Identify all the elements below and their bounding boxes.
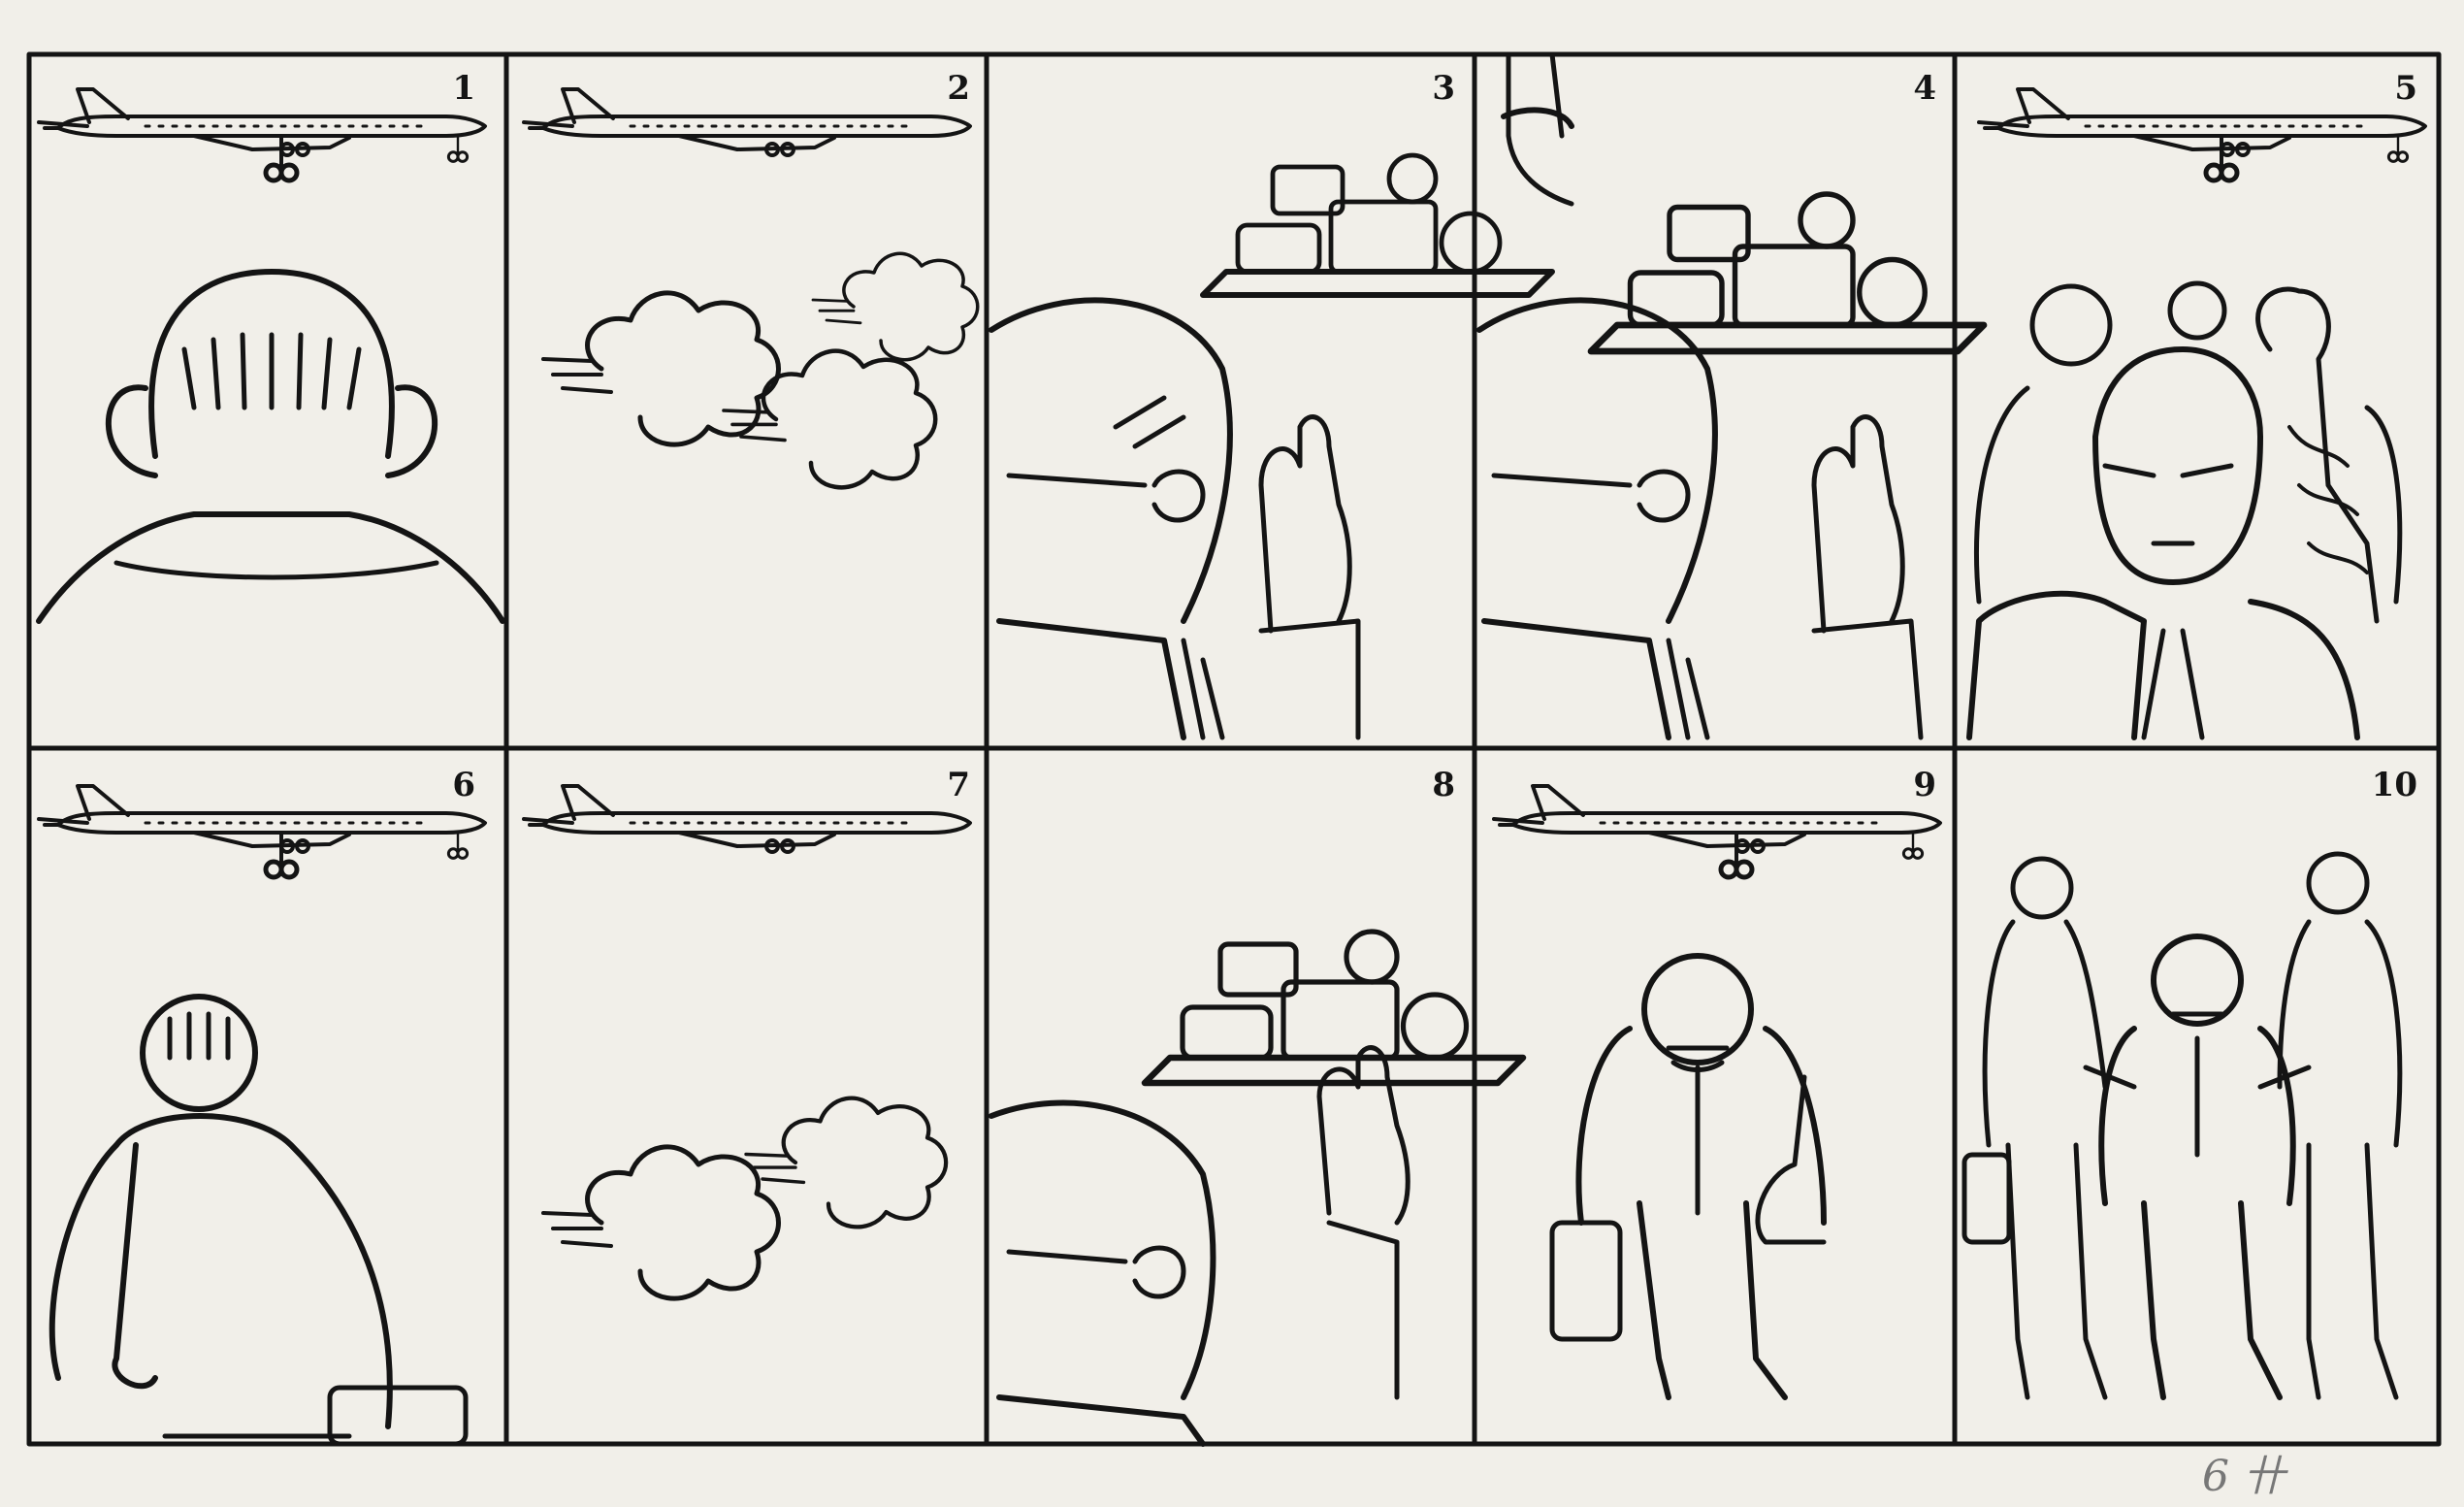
passenger-walking-away xyxy=(49,994,469,1447)
panel-grid xyxy=(26,51,2442,1447)
passenger-with-glasses xyxy=(989,297,1233,740)
cloud-icon xyxy=(811,251,980,362)
panel-10: 10 xyxy=(1961,766,2417,1400)
food-tray-icon xyxy=(1145,932,1523,1083)
panel-number: 7 xyxy=(947,766,970,804)
airplane-icon xyxy=(522,784,972,854)
airplane-icon xyxy=(37,784,487,877)
tired-passenger xyxy=(1549,953,1827,1400)
passenger-back-of-head xyxy=(36,269,505,624)
panel-8: 8 xyxy=(989,766,1523,1447)
passenger-with-glasses xyxy=(989,1099,1216,1447)
airplane-icon xyxy=(1977,87,2427,180)
cloud-icon xyxy=(543,293,779,444)
raised-hand xyxy=(1258,414,1361,740)
panel-2: 2 xyxy=(522,69,980,487)
airplane-icon xyxy=(1492,784,1942,877)
flight-attendant-arm xyxy=(1501,51,1574,207)
airplane-icon xyxy=(37,87,487,180)
panel-number: 9 xyxy=(1913,766,1936,804)
panel-number: 8 xyxy=(1432,766,1455,804)
panel-number: 4 xyxy=(1913,69,1936,108)
panel-3: 3 xyxy=(989,69,1552,740)
panel-9: 9 xyxy=(1492,766,1942,1400)
panel-5: 5 xyxy=(1966,69,2427,740)
panel-number: 6 xyxy=(452,766,475,804)
panel-number: 2 xyxy=(947,69,970,108)
raised-hand xyxy=(1811,414,1924,740)
passenger-helped-by-two xyxy=(1961,851,2403,1400)
cloud-icon xyxy=(543,1147,779,1298)
crowd-of-people xyxy=(1966,280,2403,740)
panel-number: 5 xyxy=(2394,69,2417,108)
panel-4: 4 xyxy=(1476,51,1984,740)
panel-1: 1 xyxy=(36,69,505,624)
corner-note: 6 卄 xyxy=(2202,1452,2288,1501)
panel-number: 10 xyxy=(2372,766,2417,804)
food-tray-icon xyxy=(1203,155,1552,295)
passenger-with-glasses xyxy=(1476,297,1718,740)
panel-6: 6 xyxy=(37,766,487,1447)
airplane-icon xyxy=(522,87,972,157)
food-tray-icon xyxy=(1591,194,1984,351)
panel-number: 3 xyxy=(1432,69,1455,108)
panel-7: 7 xyxy=(522,766,972,1298)
raised-hand xyxy=(1316,1045,1410,1400)
panel-number: 1 xyxy=(452,69,475,108)
